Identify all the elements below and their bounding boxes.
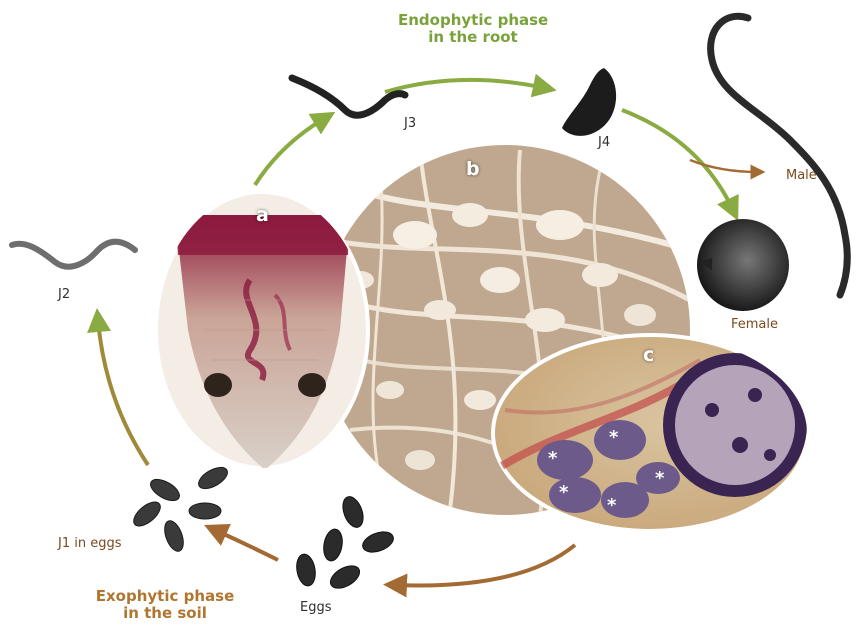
j3-label: J3 <box>404 116 416 131</box>
arrow-j3-to-j4 <box>385 80 545 92</box>
exophytic-phase-line2: in the soil <box>90 605 240 622</box>
j1-egg-cluster <box>130 463 231 554</box>
arrow-eggs-to-j1 <box>215 530 278 560</box>
arrow-j1-to-j2 <box>98 320 148 465</box>
asterisk-marker: * <box>548 448 557 469</box>
male-label: Male <box>786 168 817 183</box>
arrow-j4-to-female <box>622 110 733 210</box>
asterisk-marker: * <box>559 482 568 503</box>
panel-b-letter: b <box>466 158 480 180</box>
asterisk-marker: * <box>607 495 616 516</box>
j4-label: J4 <box>598 135 610 150</box>
female-nematode <box>697 219 789 311</box>
j2-nematode <box>12 242 135 267</box>
female-label: Female <box>731 317 778 332</box>
eggs-cluster <box>294 494 396 593</box>
arrow-section-to-eggs <box>395 545 575 586</box>
j3-nematode <box>292 78 405 115</box>
j1-in-eggs-label: J1 in eggs <box>58 536 122 551</box>
j4-nematode <box>562 68 616 136</box>
panel-a-root-tip <box>156 192 368 470</box>
j2-label: J2 <box>58 287 70 302</box>
exophytic-phase-label: Exophytic phase in the soil <box>90 588 240 622</box>
panel-a-letter: a <box>256 204 269 226</box>
exophytic-phase-line1: Exophytic phase <box>90 588 240 605</box>
endophytic-phase-line2: in the root <box>398 29 548 46</box>
endophytic-phase-line1: Endophytic phase <box>398 12 548 29</box>
endophytic-phase-label: Endophytic phase in the root <box>398 12 548 46</box>
asterisk-marker: * <box>609 427 618 448</box>
panel-c-letter: c <box>643 344 654 366</box>
arrow-j2-to-j3 <box>255 118 325 185</box>
asterisk-marker: * <box>655 468 664 489</box>
eggs-label: Eggs <box>300 600 332 615</box>
